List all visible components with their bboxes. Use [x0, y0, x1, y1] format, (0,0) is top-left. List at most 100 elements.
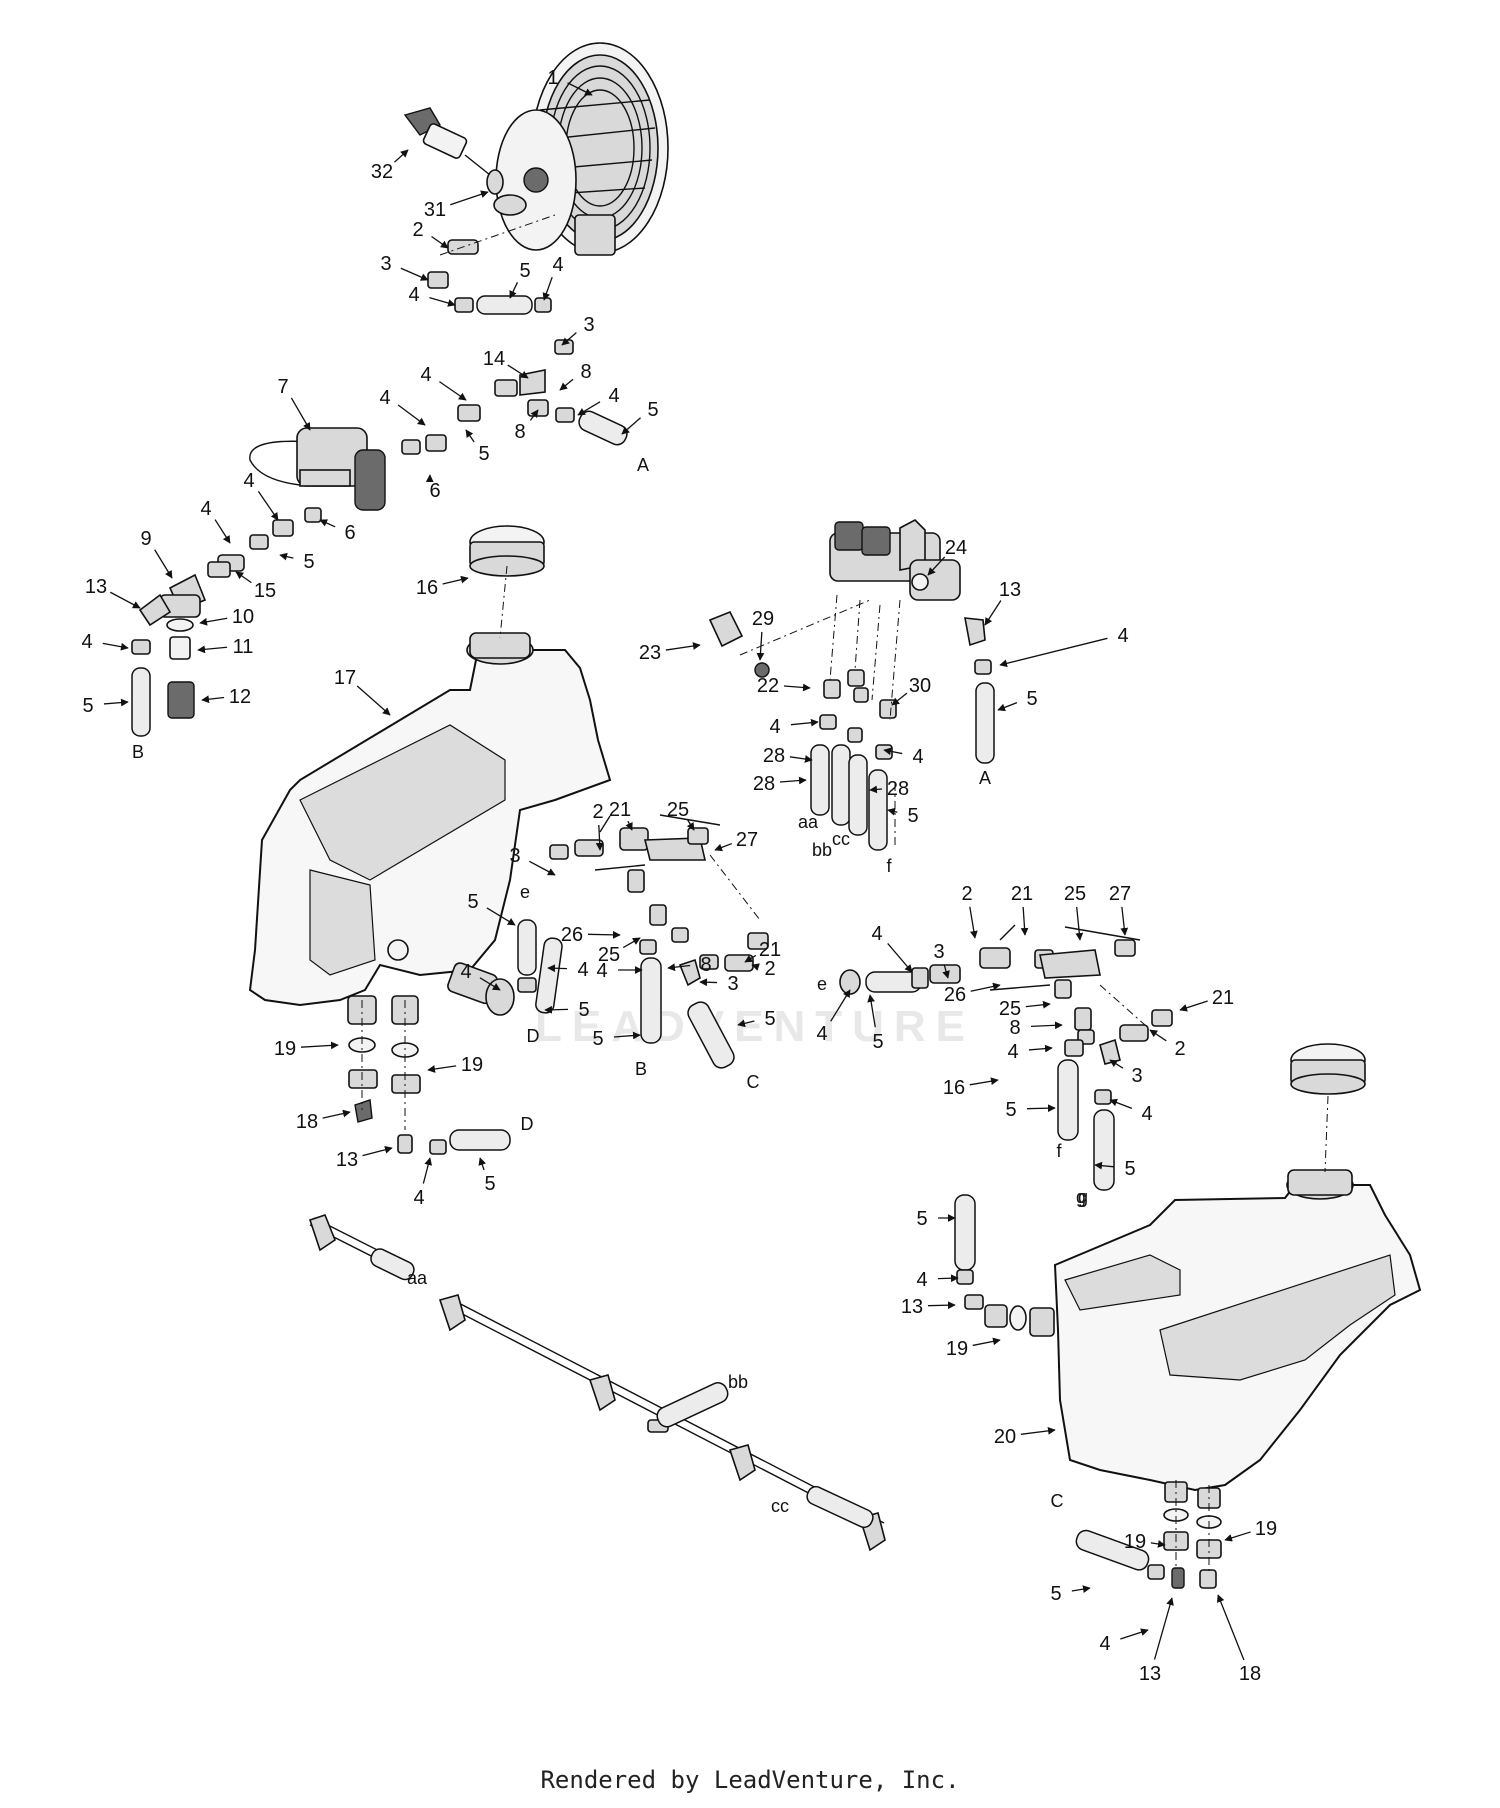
- hose-reel: [495, 42, 669, 256]
- leader-21: [744, 954, 757, 963]
- leader-28: [779, 776, 807, 785]
- callout-5: 5: [1050, 1583, 1061, 1605]
- callout-3: 3: [380, 253, 391, 275]
- leader-8: [529, 409, 539, 421]
- leader-2: [431, 235, 449, 249]
- leader-4: [830, 989, 851, 1022]
- callout-5: 5: [1026, 688, 1037, 710]
- callout-2: 2: [961, 883, 972, 905]
- callout-5: 5: [303, 551, 314, 573]
- callout-2: 2: [412, 219, 423, 241]
- callout-5: 5: [592, 1028, 603, 1050]
- callout-28: 28: [763, 745, 785, 767]
- leader-18: [1216, 1594, 1245, 1661]
- leader-5: [486, 907, 516, 926]
- leader-16: [442, 575, 469, 585]
- callout-4: 4: [552, 254, 563, 276]
- leader-10: [199, 617, 228, 626]
- callout-20: 20: [994, 1426, 1016, 1448]
- callout-21: 21: [1212, 987, 1234, 1009]
- leader-15: [235, 571, 252, 584]
- callout-13: 13: [999, 579, 1021, 601]
- leader-29: [756, 631, 765, 661]
- leader-31: [450, 190, 489, 206]
- control-manifold: [829, 519, 961, 601]
- leader-4: [883, 747, 903, 756]
- leader-9: [154, 549, 173, 579]
- callout-14: 14: [483, 348, 505, 370]
- leader-4: [790, 718, 819, 727]
- leader-18: [322, 1109, 351, 1119]
- leader-4: [257, 490, 279, 521]
- callout-4: 4: [816, 1023, 827, 1045]
- callout-2: 2: [592, 801, 603, 823]
- connector-bb: bb: [812, 840, 832, 860]
- leader-14: [507, 364, 529, 379]
- leader-17: [356, 685, 391, 716]
- callout-4: 4: [577, 959, 588, 981]
- leader-6: [319, 519, 336, 528]
- callout-23: 23: [639, 642, 661, 664]
- callout-4: 4: [769, 716, 780, 738]
- leader-20: [1020, 1427, 1056, 1435]
- callout-15: 15: [254, 580, 276, 602]
- callout-8: 8: [700, 954, 711, 976]
- connector-cc: cc: [832, 829, 850, 849]
- leader-27: [1120, 906, 1129, 936]
- leader-5: [279, 552, 294, 561]
- callout-12: 12: [229, 686, 251, 708]
- callout-5: 5: [916, 1208, 927, 1230]
- connector-aa: aa: [407, 1268, 428, 1288]
- callout-21: 21: [759, 939, 781, 961]
- callout-18: 18: [296, 1111, 318, 1133]
- callout-6: 6: [344, 522, 355, 544]
- leader-4: [429, 297, 456, 307]
- leader-4: [1109, 1098, 1133, 1109]
- connector-C: C: [1051, 1491, 1064, 1511]
- callout-16: 16: [943, 1077, 965, 1099]
- callout-2: 2: [1174, 1038, 1185, 1060]
- callout-4: 4: [912, 746, 923, 768]
- footer-credit: Rendered by LeadVenture, Inc.: [540, 1766, 960, 1794]
- leader-19: [300, 1041, 339, 1050]
- leader-8: [559, 378, 574, 391]
- callout-4: 4: [916, 1269, 927, 1291]
- connector-bb: bb: [728, 1372, 748, 1392]
- callout-19: 19: [274, 1038, 296, 1060]
- leader-22: [783, 683, 811, 692]
- connector-g: g: [1076, 1187, 1086, 1207]
- leader-2: [751, 963, 760, 971]
- connector-D: D: [521, 1114, 534, 1134]
- callout-4: 4: [420, 364, 431, 386]
- leader-26: [970, 982, 1001, 992]
- callout-2: 2: [764, 958, 775, 980]
- callout-9: 9: [140, 528, 151, 550]
- callout-4: 4: [379, 387, 390, 409]
- leader-21: [1179, 1000, 1208, 1012]
- leader-4: [1120, 1628, 1149, 1640]
- connector-B: B: [635, 1059, 647, 1079]
- connector-A: A: [979, 768, 991, 788]
- leader-4: [937, 1274, 959, 1283]
- callout-13: 13: [336, 1149, 358, 1171]
- leader-23: [665, 642, 701, 651]
- leader-5: [103, 698, 129, 707]
- tank-right: [1053, 1169, 1422, 1492]
- leader-3: [942, 964, 950, 979]
- connector-C: C: [747, 1072, 760, 1092]
- callout-16: 16: [416, 577, 438, 599]
- callout-29: 29: [752, 608, 774, 630]
- callout-4: 4: [1099, 1633, 1110, 1655]
- leader-5: [465, 429, 475, 443]
- callout-4: 4: [608, 385, 619, 407]
- leader-25: [1025, 1000, 1051, 1009]
- strainer-assembly: [131, 593, 201, 737]
- callout-5: 5: [519, 260, 530, 282]
- callout-5: 5: [872, 1031, 883, 1053]
- leader-25: [622, 937, 641, 949]
- callout-25: 25: [1064, 883, 1086, 905]
- callout-7: 7: [277, 376, 288, 398]
- leader-2: [1149, 1029, 1167, 1042]
- leader-25: [686, 819, 695, 831]
